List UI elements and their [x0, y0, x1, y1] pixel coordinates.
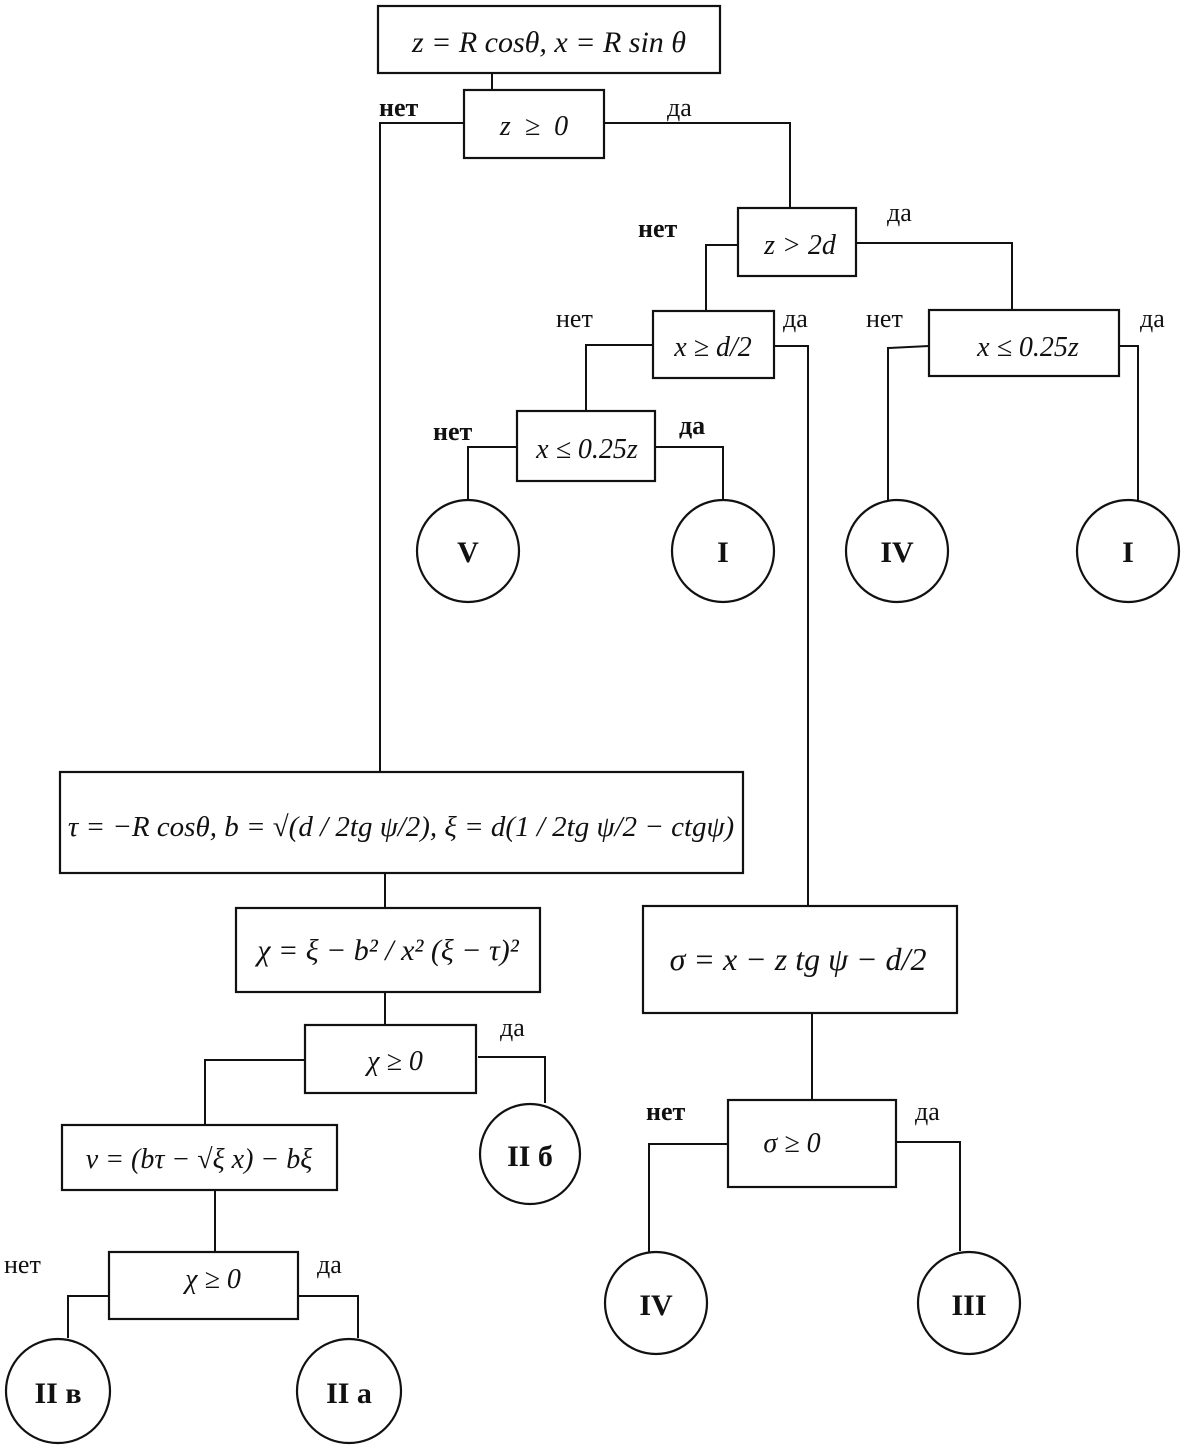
connectors — [67, 73, 1139, 1338]
node-d7: χ ≥ 0 — [107, 1250, 300, 1321]
label-d1-no: нет — [379, 93, 419, 122]
node-p-nu: ν = (bτ − √ξ x) − bξ — [60, 1123, 339, 1192]
node-d7-text: χ ≥ 0 — [182, 1264, 241, 1295]
label-d1-yes: да — [667, 93, 692, 122]
terminal-I-1-label: I — [717, 536, 729, 569]
branch-labels: нет да нет да нет да нет да нет да да не… — [4, 93, 1165, 1279]
label-d4-no: нет — [433, 417, 473, 446]
terminal-I-2: I — [1075, 498, 1181, 604]
node-d5-text: x ≤ 0.25z — [976, 332, 1079, 363]
terminal-IIb: II б — [478, 1102, 582, 1206]
node-d3: x ≥ d/2 — [651, 309, 776, 380]
edge-d4-yes — [655, 446, 724, 500]
node-init: z = R cosθ, x = R sin θ — [376, 4, 722, 75]
label-d4-yes: да — [679, 411, 705, 440]
label-d2-no: нет — [638, 214, 678, 243]
edge-d3-yes — [774, 345, 809, 906]
terminal-IV-2-label: IV — [639, 1289, 673, 1322]
label-d7-no: нет — [4, 1250, 41, 1279]
node-p-sigma-text: σ = x − z tg ψ − d/2 — [670, 941, 927, 977]
terminal-I-1: I — [670, 498, 776, 604]
node-d2-text: z > 2d — [763, 230, 837, 261]
terminal-IV-1-label: IV — [880, 536, 914, 569]
edge-d1-yes — [604, 122, 791, 208]
terminal-IV-2: IV — [603, 1250, 709, 1356]
edge-d2-no — [705, 244, 738, 311]
node-p-tau: τ = −R cosθ, b = √(d / 2tg ψ/2), ξ = d(1… — [58, 770, 745, 875]
terminal-IIb-label: II б — [507, 1140, 553, 1173]
edge-d7-yes — [297, 1295, 359, 1338]
node-d5: x ≤ 0.25z — [927, 308, 1121, 378]
terminal-IV-1: IV — [844, 498, 950, 604]
label-d7-yes: да — [317, 1250, 342, 1279]
label-d5-no: нет — [866, 304, 903, 333]
edge-d5-no — [887, 345, 930, 500]
label-d2-yes: да — [887, 198, 912, 227]
node-d8: σ ≥ 0 — [726, 1098, 898, 1189]
node-d6-text: χ ≥ 0 — [364, 1046, 423, 1077]
node-d3-text: x ≥ d/2 — [673, 332, 752, 363]
label-d3-yes: да — [783, 304, 808, 333]
terminal-IIv-label: II в — [34, 1377, 81, 1410]
edge-d5-yes — [1119, 345, 1139, 500]
terminal-III-label: III — [951, 1289, 986, 1322]
edge-d8-no — [648, 1143, 728, 1252]
node-d4: x ≤ 0.25z — [515, 409, 657, 483]
terminal-V-label: V — [457, 536, 479, 569]
terminal-III: III — [916, 1250, 1022, 1356]
node-init-text: z = R cosθ, x = R sin θ — [411, 26, 686, 59]
node-p-sigma: σ = x − z tg ψ − d/2 — [641, 904, 959, 1015]
node-d6: χ ≥ 0 — [303, 1023, 478, 1095]
edge-d6-yes — [478, 1056, 546, 1103]
terminal-I-2-label: I — [1122, 536, 1134, 569]
edge-d6-no — [204, 1059, 305, 1125]
terminal-V: V — [415, 498, 521, 604]
label-d8-yes: да — [915, 1097, 940, 1126]
node-p-chi: χ = ξ − b² / x² (ξ − τ)² — [234, 906, 542, 994]
node-p-chi-text: χ = ξ − b² / x² (ξ − τ)² — [254, 934, 519, 967]
node-p-nu-text: ν = (bτ − √ξ x) − bξ — [86, 1144, 313, 1175]
edge-d4-no — [467, 446, 517, 500]
node-d1-text: z ≥ 0 — [499, 111, 568, 142]
label-d3-no: нет — [556, 304, 593, 333]
edge-d3-no — [585, 344, 654, 411]
edge-d7-no — [67, 1295, 110, 1338]
label-d8-no: нет — [646, 1097, 686, 1126]
edge-d2-yes — [856, 242, 1013, 311]
label-d5-yes: да — [1140, 304, 1165, 333]
terminal-IIa-label: II а — [326, 1377, 372, 1410]
label-d6-yes: да — [500, 1013, 525, 1042]
node-d2: z > 2d — [736, 206, 858, 278]
node-d1: z ≥ 0 — [462, 88, 606, 160]
terminal-IIa: II а — [295, 1337, 403, 1445]
terminal-IIv: II в — [4, 1337, 112, 1445]
edge-d8-yes — [896, 1141, 961, 1251]
node-d8-text: σ ≥ 0 — [763, 1128, 820, 1159]
node-d4-text: x ≤ 0.25z — [535, 434, 638, 465]
edge-d1-no — [379, 122, 465, 772]
node-p-tau-text: τ = −R cosθ, b = √(d / 2tg ψ/2), ξ = d(1… — [68, 811, 734, 843]
